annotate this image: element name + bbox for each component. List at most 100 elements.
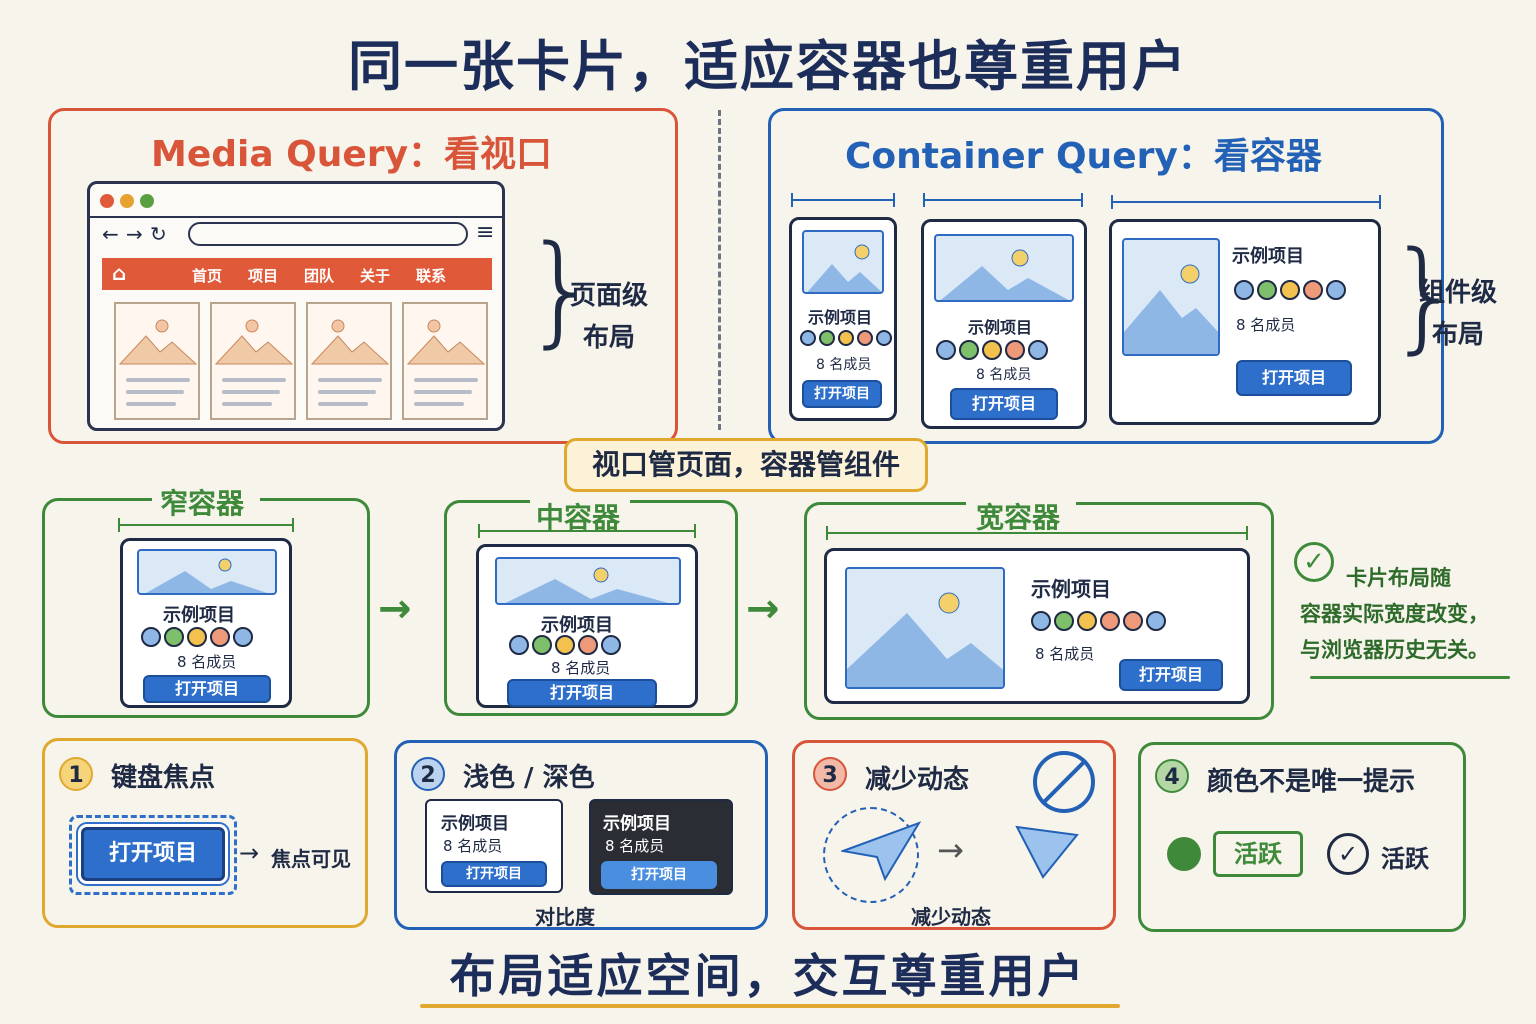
avatar	[1123, 611, 1143, 631]
active-label: 活跃	[1234, 840, 1282, 868]
motion-circle	[823, 807, 919, 903]
focused-open-project-button[interactable]: 打开项目	[81, 827, 225, 881]
image-placeholder-icon	[214, 319, 294, 365]
open-project-button[interactable]: 打开项目	[1236, 360, 1352, 396]
page-title: 同一张卡片，适应容器也尊重用户	[348, 35, 1188, 98]
menu-icon: ≡	[476, 220, 495, 245]
open-project-button[interactable]: 打开项目	[950, 388, 1058, 420]
note: 卡片布局随 容器实际宽度改变， 与浏览器历史无关。	[1300, 560, 1530, 668]
light-card: 示例项目 8 名成员 打开项目	[425, 799, 563, 893]
avatar	[1326, 280, 1346, 300]
card-medium: 示例项目 8 名成员 打开项目	[921, 219, 1087, 429]
nav-item-team: 团队	[304, 267, 335, 285]
text-line	[318, 402, 368, 406]
section-number: 1	[59, 757, 93, 791]
avatar	[601, 635, 621, 655]
section-title: 浅色 / 深色	[463, 763, 595, 793]
green-dot-icon	[1167, 837, 1201, 871]
dark-card: 示例项目 8 名成员 打开项目	[589, 799, 733, 895]
card-image	[802, 230, 884, 294]
mini-card	[114, 302, 200, 420]
close-dot	[100, 194, 114, 208]
mini-card	[210, 302, 296, 420]
section-title: 减少动态	[865, 765, 970, 795]
member-avatars	[509, 635, 621, 655]
width-indicator	[1111, 195, 1381, 209]
width-indicator	[791, 193, 895, 207]
check-icon: ✓	[1294, 542, 1334, 582]
note-line: 容器实际宽度改变，	[1300, 602, 1489, 626]
avatar	[959, 340, 979, 360]
text-line	[318, 390, 376, 394]
avatar	[532, 635, 552, 655]
open-project-button[interactable]: 打开项目	[143, 675, 271, 703]
keyboard-focus-panel: 1 键盘焦点 打开项目 → 焦点可见	[42, 738, 368, 928]
avatar	[210, 627, 230, 647]
avatar	[555, 635, 575, 655]
avatar	[1234, 280, 1254, 300]
note-underline	[1310, 676, 1510, 679]
reduced-motion-label: 减少动态	[911, 905, 991, 929]
center-banner: 视口管页面，容器管组件	[564, 438, 928, 492]
reduced-motion-panel: 3 减少动态 → 减少动态	[792, 740, 1116, 930]
text-line	[126, 390, 184, 394]
text-line	[126, 402, 176, 406]
card-image	[137, 549, 277, 595]
card-narrow: 示例项目 8 名成员 打开项目	[120, 538, 292, 708]
avatar	[1146, 611, 1166, 631]
paper-plane-icon	[841, 821, 921, 881]
card-members: 8 名成员	[177, 653, 237, 671]
contrast-label: 对比度	[535, 905, 595, 929]
open-project-button[interactable]: 打开项目	[802, 380, 882, 408]
width-indicator	[118, 518, 294, 532]
image-placeholder-icon	[1124, 264, 1218, 354]
open-project-button[interactable]: 打开项目	[1119, 659, 1223, 691]
brace-icon: }	[1387, 227, 1464, 366]
center-banner-text: 视口管页面，容器管组件	[591, 448, 900, 481]
width-indicator	[923, 193, 1083, 207]
image-placeholder-icon	[807, 244, 882, 292]
text-line	[414, 402, 464, 406]
arrow-icon: →	[239, 839, 260, 867]
back-icon: ←	[102, 222, 119, 246]
open-project-button[interactable]: 打开项目	[601, 861, 717, 889]
text-line	[126, 378, 190, 382]
card-title: 示例项目	[808, 308, 873, 327]
no-motion-slash	[1040, 758, 1088, 806]
card-members: 8 名成员	[551, 659, 611, 677]
open-project-button[interactable]: 打开项目	[507, 679, 657, 707]
card-image	[934, 234, 1074, 302]
image-placeholder-icon	[847, 592, 1003, 687]
text-line	[414, 390, 472, 394]
avatar	[233, 627, 253, 647]
nav-item-home: 首页	[192, 267, 223, 285]
avatar	[1280, 280, 1300, 300]
member-avatars	[1031, 611, 1166, 631]
open-project-button[interactable]: 打开项目	[441, 861, 547, 887]
mini-card	[402, 302, 488, 420]
image-placeholder-icon	[146, 558, 267, 593]
focus-visible-label: 焦点可见	[271, 847, 351, 871]
card-members: 8 名成员	[1035, 645, 1095, 663]
reload-icon: ↻	[150, 222, 167, 246]
browser-window: ← → ↻ ≡ ⌂ 首页 项目 团队 关于 联系	[87, 181, 505, 431]
card-image	[495, 557, 681, 605]
text-line	[222, 390, 280, 394]
text-line	[222, 402, 272, 406]
section-number: 4	[1155, 759, 1189, 793]
side-label-line: 组件级	[1418, 278, 1497, 308]
text-line	[318, 378, 382, 382]
check-icon: ✓	[1327, 833, 1369, 875]
text-line	[414, 378, 478, 382]
brace-icon: }	[523, 221, 600, 360]
card-medium: 示例项目 8 名成员 打开项目	[476, 544, 698, 708]
side-label-line: 布局	[1431, 320, 1484, 350]
avatar	[187, 627, 207, 647]
card-members: 8 名成员	[443, 837, 503, 855]
avatar	[819, 330, 835, 346]
card-wide: 示例项目 8 名成员 打开项目	[1109, 219, 1381, 425]
avatar	[876, 330, 892, 346]
text-line	[222, 378, 286, 382]
member-avatars	[800, 330, 892, 346]
width-indicator	[478, 524, 696, 538]
